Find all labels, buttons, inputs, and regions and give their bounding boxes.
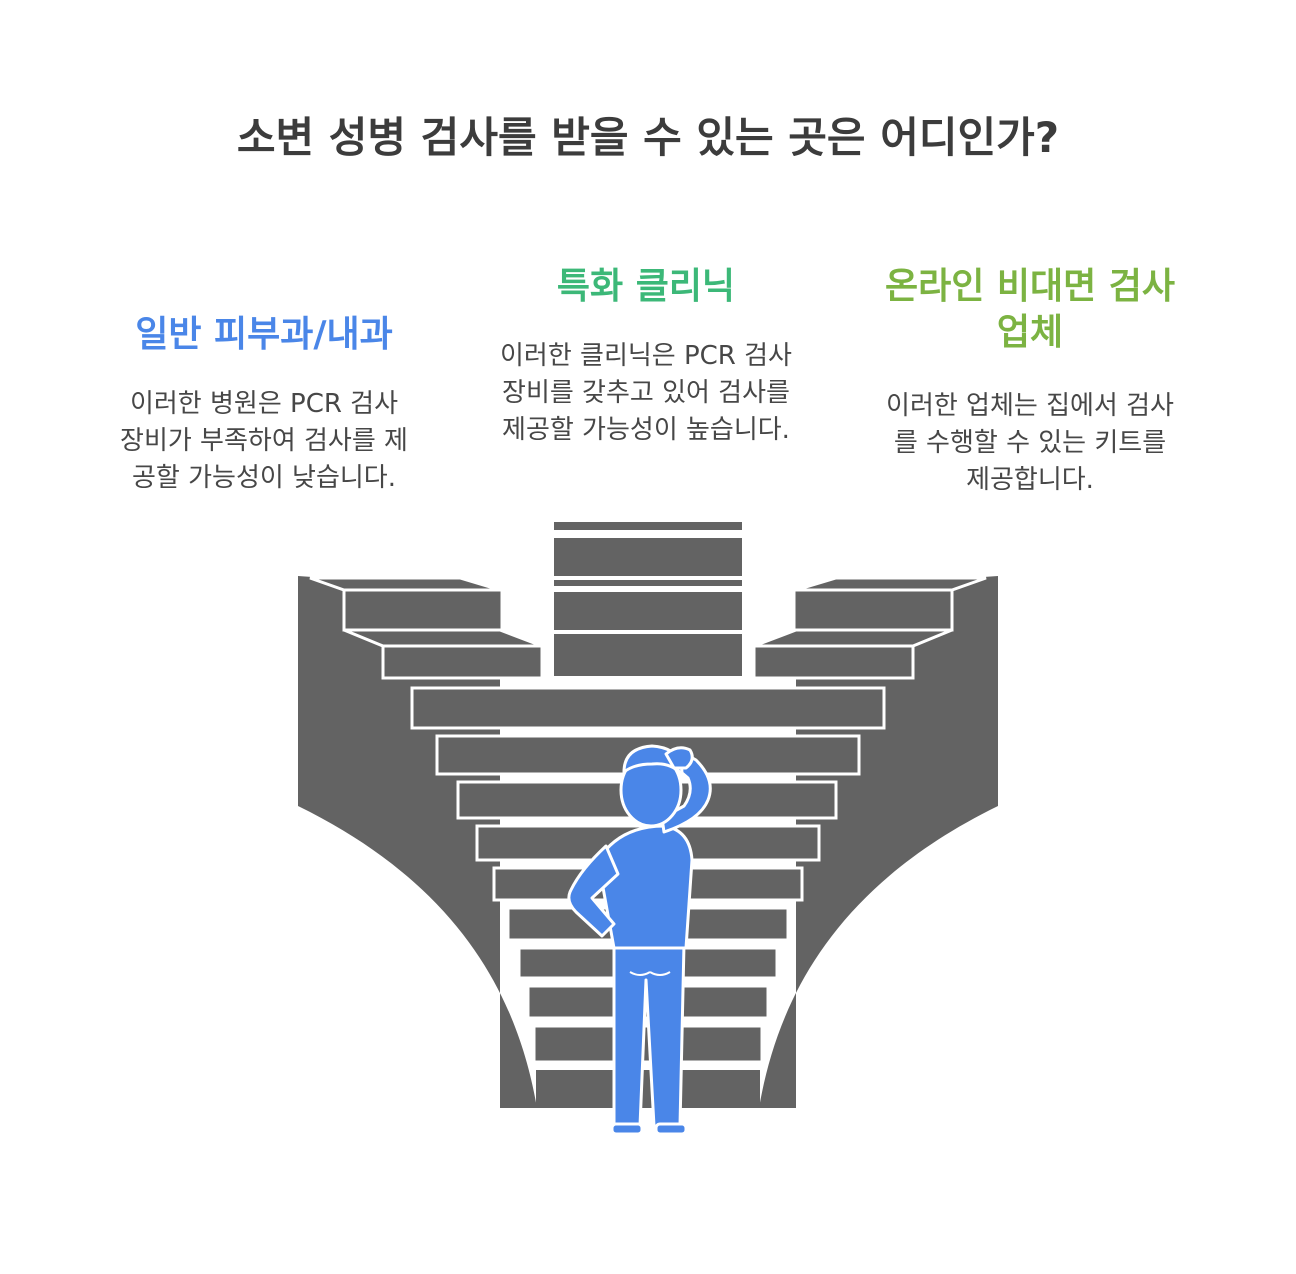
- option-specialized-clinic: 특화 클리닉 이러한 클리닉은 PCR 검사 장비를 갖추고 있어 검사를 제공…: [468, 264, 824, 464]
- option-general-clinic: 일반 피부과/내과 이러한 병원은 PCR 검사 장비가 부족하여 검사를 제 …: [94, 312, 434, 512]
- heading-line: 특화 클리닉: [556, 266, 736, 307]
- heading-line: 온라인 비대면 검사: [884, 266, 1176, 307]
- right-upper-steps-icon: [752, 576, 987, 680]
- desc-line: 이러한 업체는 집에서 검사: [886, 391, 1174, 421]
- left-upper-steps-icon: [309, 576, 544, 680]
- person-figure-icon: [567, 744, 712, 1136]
- desc-line: 장비가 부족하여 검사를 제: [120, 426, 408, 456]
- option-heading: 특화 클리닉: [468, 264, 824, 310]
- heading-line: 업체: [996, 312, 1064, 353]
- desc-line: 공할 가능성이 낮습니다.: [132, 463, 396, 493]
- desc-line: 이러한 클리닉은 PCR 검사: [500, 341, 792, 371]
- option-online-service: 온라인 비대면 검사 업체 이러한 업체는 집에서 검사 를 수행할 수 있는 …: [855, 264, 1205, 504]
- option-description: 이러한 병원은 PCR 검사 장비가 부족하여 검사를 제 공할 가능성이 낮습…: [94, 386, 434, 497]
- option-heading: 온라인 비대면 검사 업체: [855, 264, 1205, 356]
- desc-line: 제공할 가능성이 높습니다.: [502, 415, 790, 445]
- option-description: 이러한 업체는 집에서 검사 를 수행할 수 있는 키트를 제공합니다.: [855, 388, 1205, 499]
- desc-line: 장비를 갖추고 있어 검사를: [502, 378, 790, 408]
- option-description: 이러한 클리닉은 PCR 검사 장비를 갖추고 있어 검사를 제공할 가능성이 …: [468, 338, 824, 449]
- desc-line: 를 수행할 수 있는 키트를: [893, 428, 1167, 458]
- desc-line: 제공합니다.: [966, 465, 1094, 495]
- heading-line: 일반 피부과/내과: [135, 314, 393, 355]
- page-title: 소변 성병 검사를 받을 수 있는 곳은 어디인가?: [236, 113, 1060, 162]
- pocket-detail-icon: [629, 971, 671, 976]
- center-column-icon: [554, 522, 742, 676]
- desc-line: 이러한 병원은 PCR 검사: [129, 389, 399, 419]
- option-heading: 일반 피부과/내과: [94, 312, 434, 358]
